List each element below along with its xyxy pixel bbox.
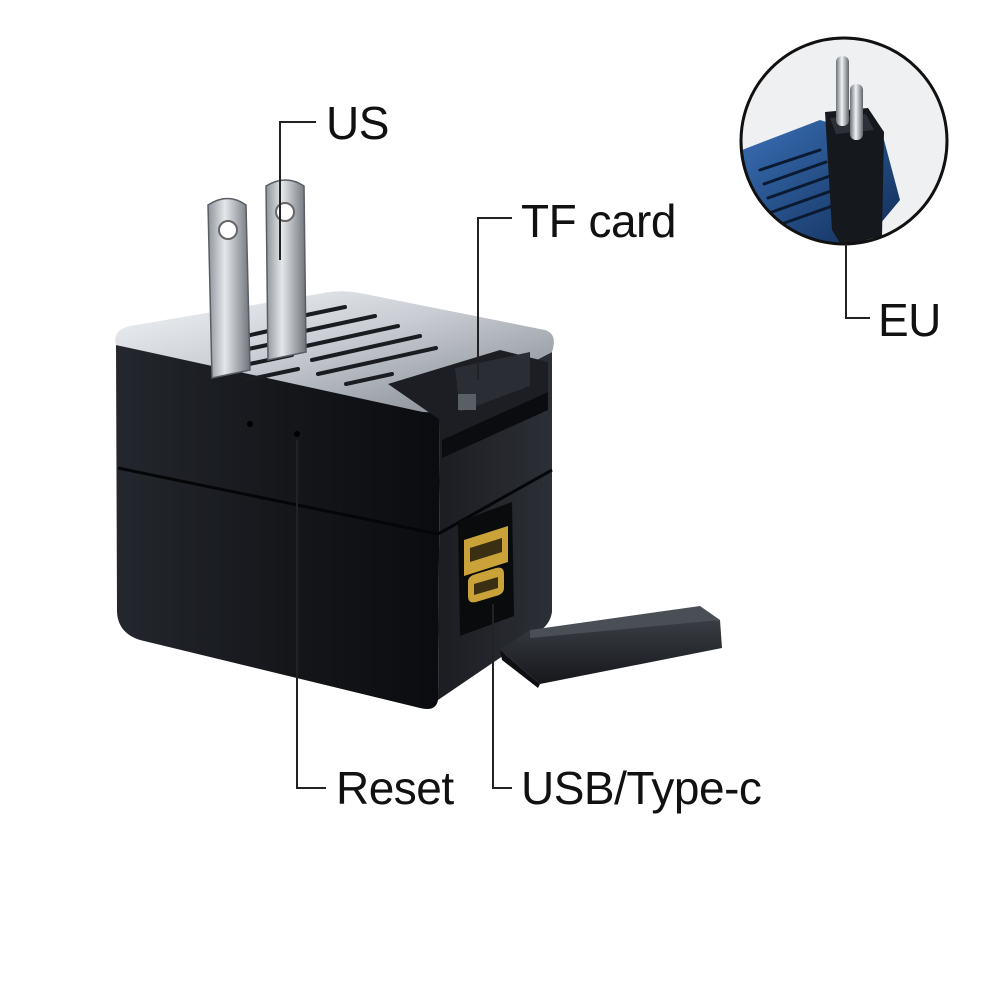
port-cover (500, 606, 722, 688)
label-usb-type-c: USB/Type-c (521, 762, 762, 814)
tf-card-slot (388, 350, 548, 458)
camera-charger-body (115, 179, 554, 709)
mic-hole (247, 421, 253, 427)
label-tf-card: TF card (521, 195, 676, 247)
leader-eu (845, 244, 870, 319)
front-face (116, 345, 440, 709)
leader-reset (296, 440, 326, 789)
us-prongs (207, 179, 307, 379)
leader-us (279, 121, 316, 260)
body-seam (117, 466, 553, 536)
label-eu: EU (878, 294, 941, 346)
eu-pin-right (850, 84, 863, 140)
eu-pin-left (836, 56, 849, 126)
usb-port-panel (458, 502, 514, 636)
eu-plug-inset (739, 36, 949, 246)
leader-lines (279, 121, 870, 789)
leader-tf (477, 217, 512, 380)
label-us: US (326, 97, 389, 149)
reset-hole[interactable] (294, 431, 300, 437)
us-prong-right (265, 179, 307, 361)
leader-usb (492, 604, 512, 789)
us-prong-left (207, 197, 251, 379)
label-reset: Reset (336, 762, 454, 814)
